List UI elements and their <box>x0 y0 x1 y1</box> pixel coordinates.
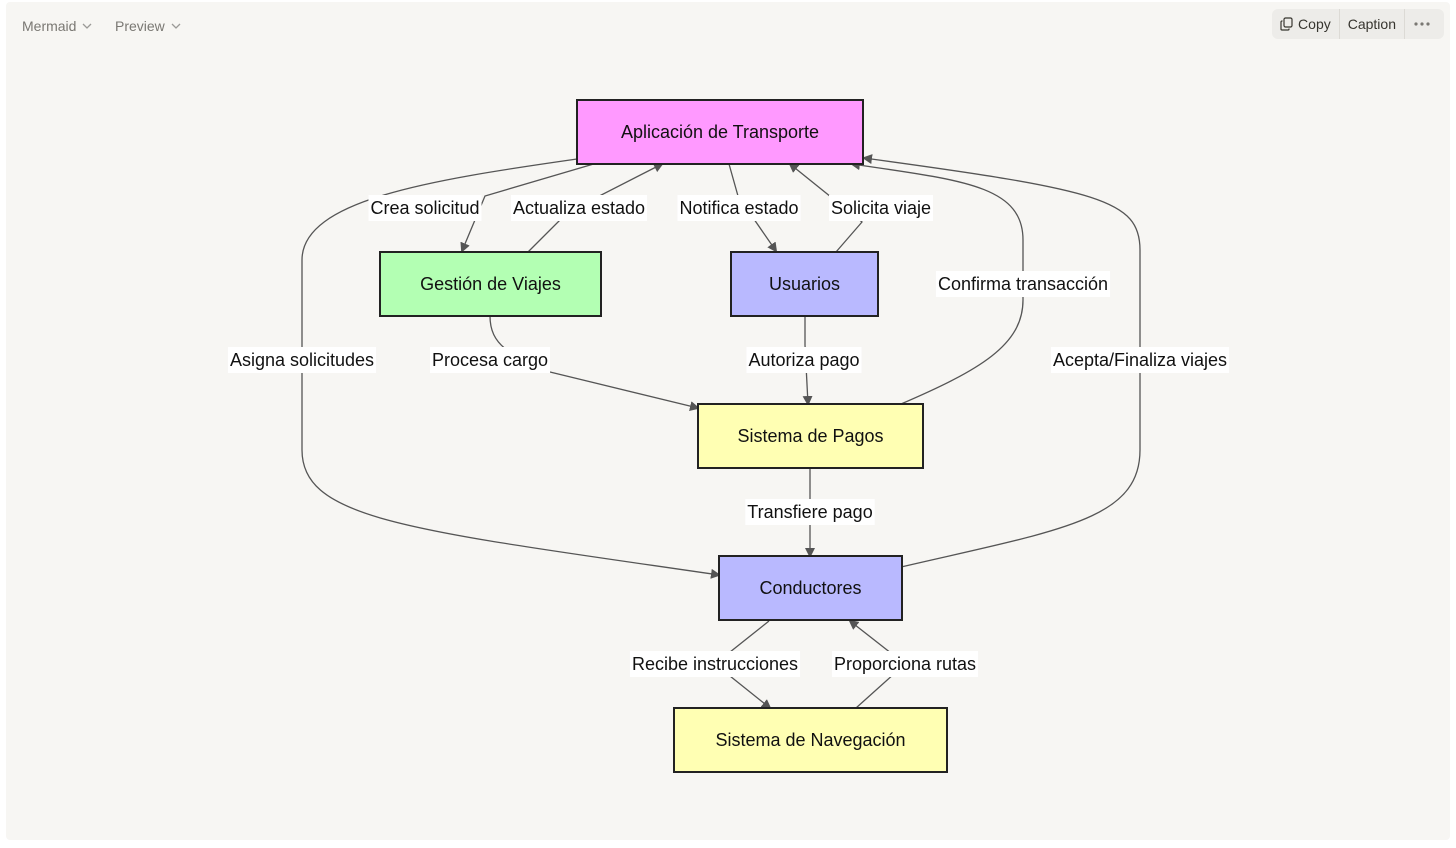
edge-label: Autoriza pago <box>746 347 862 373</box>
edge-label-text: Acepta/Finaliza viajes <box>1053 350 1227 370</box>
edge-label: Transfiere pago <box>745 499 875 525</box>
node-nav: Sistema de Navegación <box>673 707 948 773</box>
node-label: Conductores <box>759 578 861 598</box>
edge-label: Procesa cargo <box>429 347 551 373</box>
edge-label-text: Confirma transacción <box>938 274 1108 294</box>
edge-label-background <box>677 195 801 221</box>
edge-conductores-to-app <box>862 154 1141 568</box>
chevron-down-icon <box>83 23 92 29</box>
view-label: Preview <box>115 18 165 34</box>
edge-usuarios-to-pagos <box>802 316 813 406</box>
edge-label-text: Actualiza estado <box>513 198 645 218</box>
edge-label-text: Recibe instrucciones <box>632 654 798 674</box>
code-block-toolbar: Copy Caption <box>1272 9 1444 39</box>
edge-label-text: Procesa cargo <box>432 350 548 370</box>
node-app: Aplicación de Transporte <box>576 99 864 165</box>
edge-label-background <box>1050 347 1230 373</box>
node-label: Aplicación de Transporte <box>621 122 819 142</box>
node-viajes: Gestión de Viajes <box>379 251 602 317</box>
edge-label: Solicita viaje <box>828 195 934 221</box>
more-button[interactable] <box>1404 9 1444 39</box>
caption-button[interactable]: Caption <box>1338 9 1404 39</box>
copy-label: Copy <box>1298 16 1331 32</box>
edge-pagos-to-app <box>850 160 1024 405</box>
edge-label: Proporciona rutas <box>831 651 979 677</box>
edge-label: Asigna solicitudes <box>227 347 377 373</box>
caption-label: Caption <box>1347 16 1396 32</box>
view-dropdown[interactable]: Preview <box>115 16 181 36</box>
language-label: Mermaid <box>22 18 77 34</box>
edge-label-text: Solicita viaje <box>831 198 931 218</box>
edge-label: Crea solicitud <box>368 195 482 221</box>
node-label: Sistema de Navegación <box>715 730 905 750</box>
edge-label-background <box>629 651 801 677</box>
edge-label: Recibe instrucciones <box>629 651 801 677</box>
edge-usuarios-to-app <box>788 162 863 253</box>
edge-label-background <box>368 195 482 221</box>
edge-label: Notifica estado <box>677 195 801 221</box>
edge-label-background <box>510 195 648 221</box>
edge-label-text: Autoriza pago <box>748 350 859 370</box>
copy-button[interactable]: Copy <box>1272 9 1339 39</box>
node-label: Usuarios <box>769 274 840 294</box>
edge-app-to-conductores <box>301 158 721 579</box>
edge-app-to-viajes <box>460 162 598 253</box>
edge-label-text: Crea solicitud <box>370 198 479 218</box>
language-dropdown[interactable]: Mermaid <box>22 16 92 36</box>
more-horizontal-icon <box>1414 22 1430 26</box>
node-usuarios: Usuarios <box>730 251 879 317</box>
edge-label-background <box>429 347 551 373</box>
edge-label-background <box>828 195 934 221</box>
edge-label: Acepta/Finaliza viajes <box>1050 347 1230 373</box>
edge-label-text: Proporciona rutas <box>834 654 976 674</box>
chevron-down-icon <box>171 23 181 29</box>
node-label: Gestión de Viajes <box>420 274 561 294</box>
node-box <box>379 251 602 317</box>
edge-label-background <box>831 651 979 677</box>
edge-label-background <box>745 499 875 525</box>
edge-label-background <box>746 347 862 373</box>
node-label: Sistema de Pagos <box>737 426 883 446</box>
copy-icon <box>1280 17 1293 31</box>
edge-label-background <box>935 271 1111 297</box>
node-box <box>576 99 864 165</box>
node-conductores: Conductores <box>718 555 903 621</box>
edge-label-text: Transfiere pago <box>747 502 872 522</box>
node-pagos: Sistema de Pagos <box>697 403 924 469</box>
node-box <box>718 555 903 621</box>
edge-label-background <box>227 347 377 373</box>
edge-label-text: Notifica estado <box>679 198 798 218</box>
node-box <box>730 251 879 317</box>
node-box <box>673 707 948 773</box>
edge-label-text: Asigna solicitudes <box>230 350 374 370</box>
node-box <box>697 403 924 469</box>
edge-label: Confirma transacción <box>935 271 1111 297</box>
edge-label: Actualiza estado <box>510 195 648 221</box>
